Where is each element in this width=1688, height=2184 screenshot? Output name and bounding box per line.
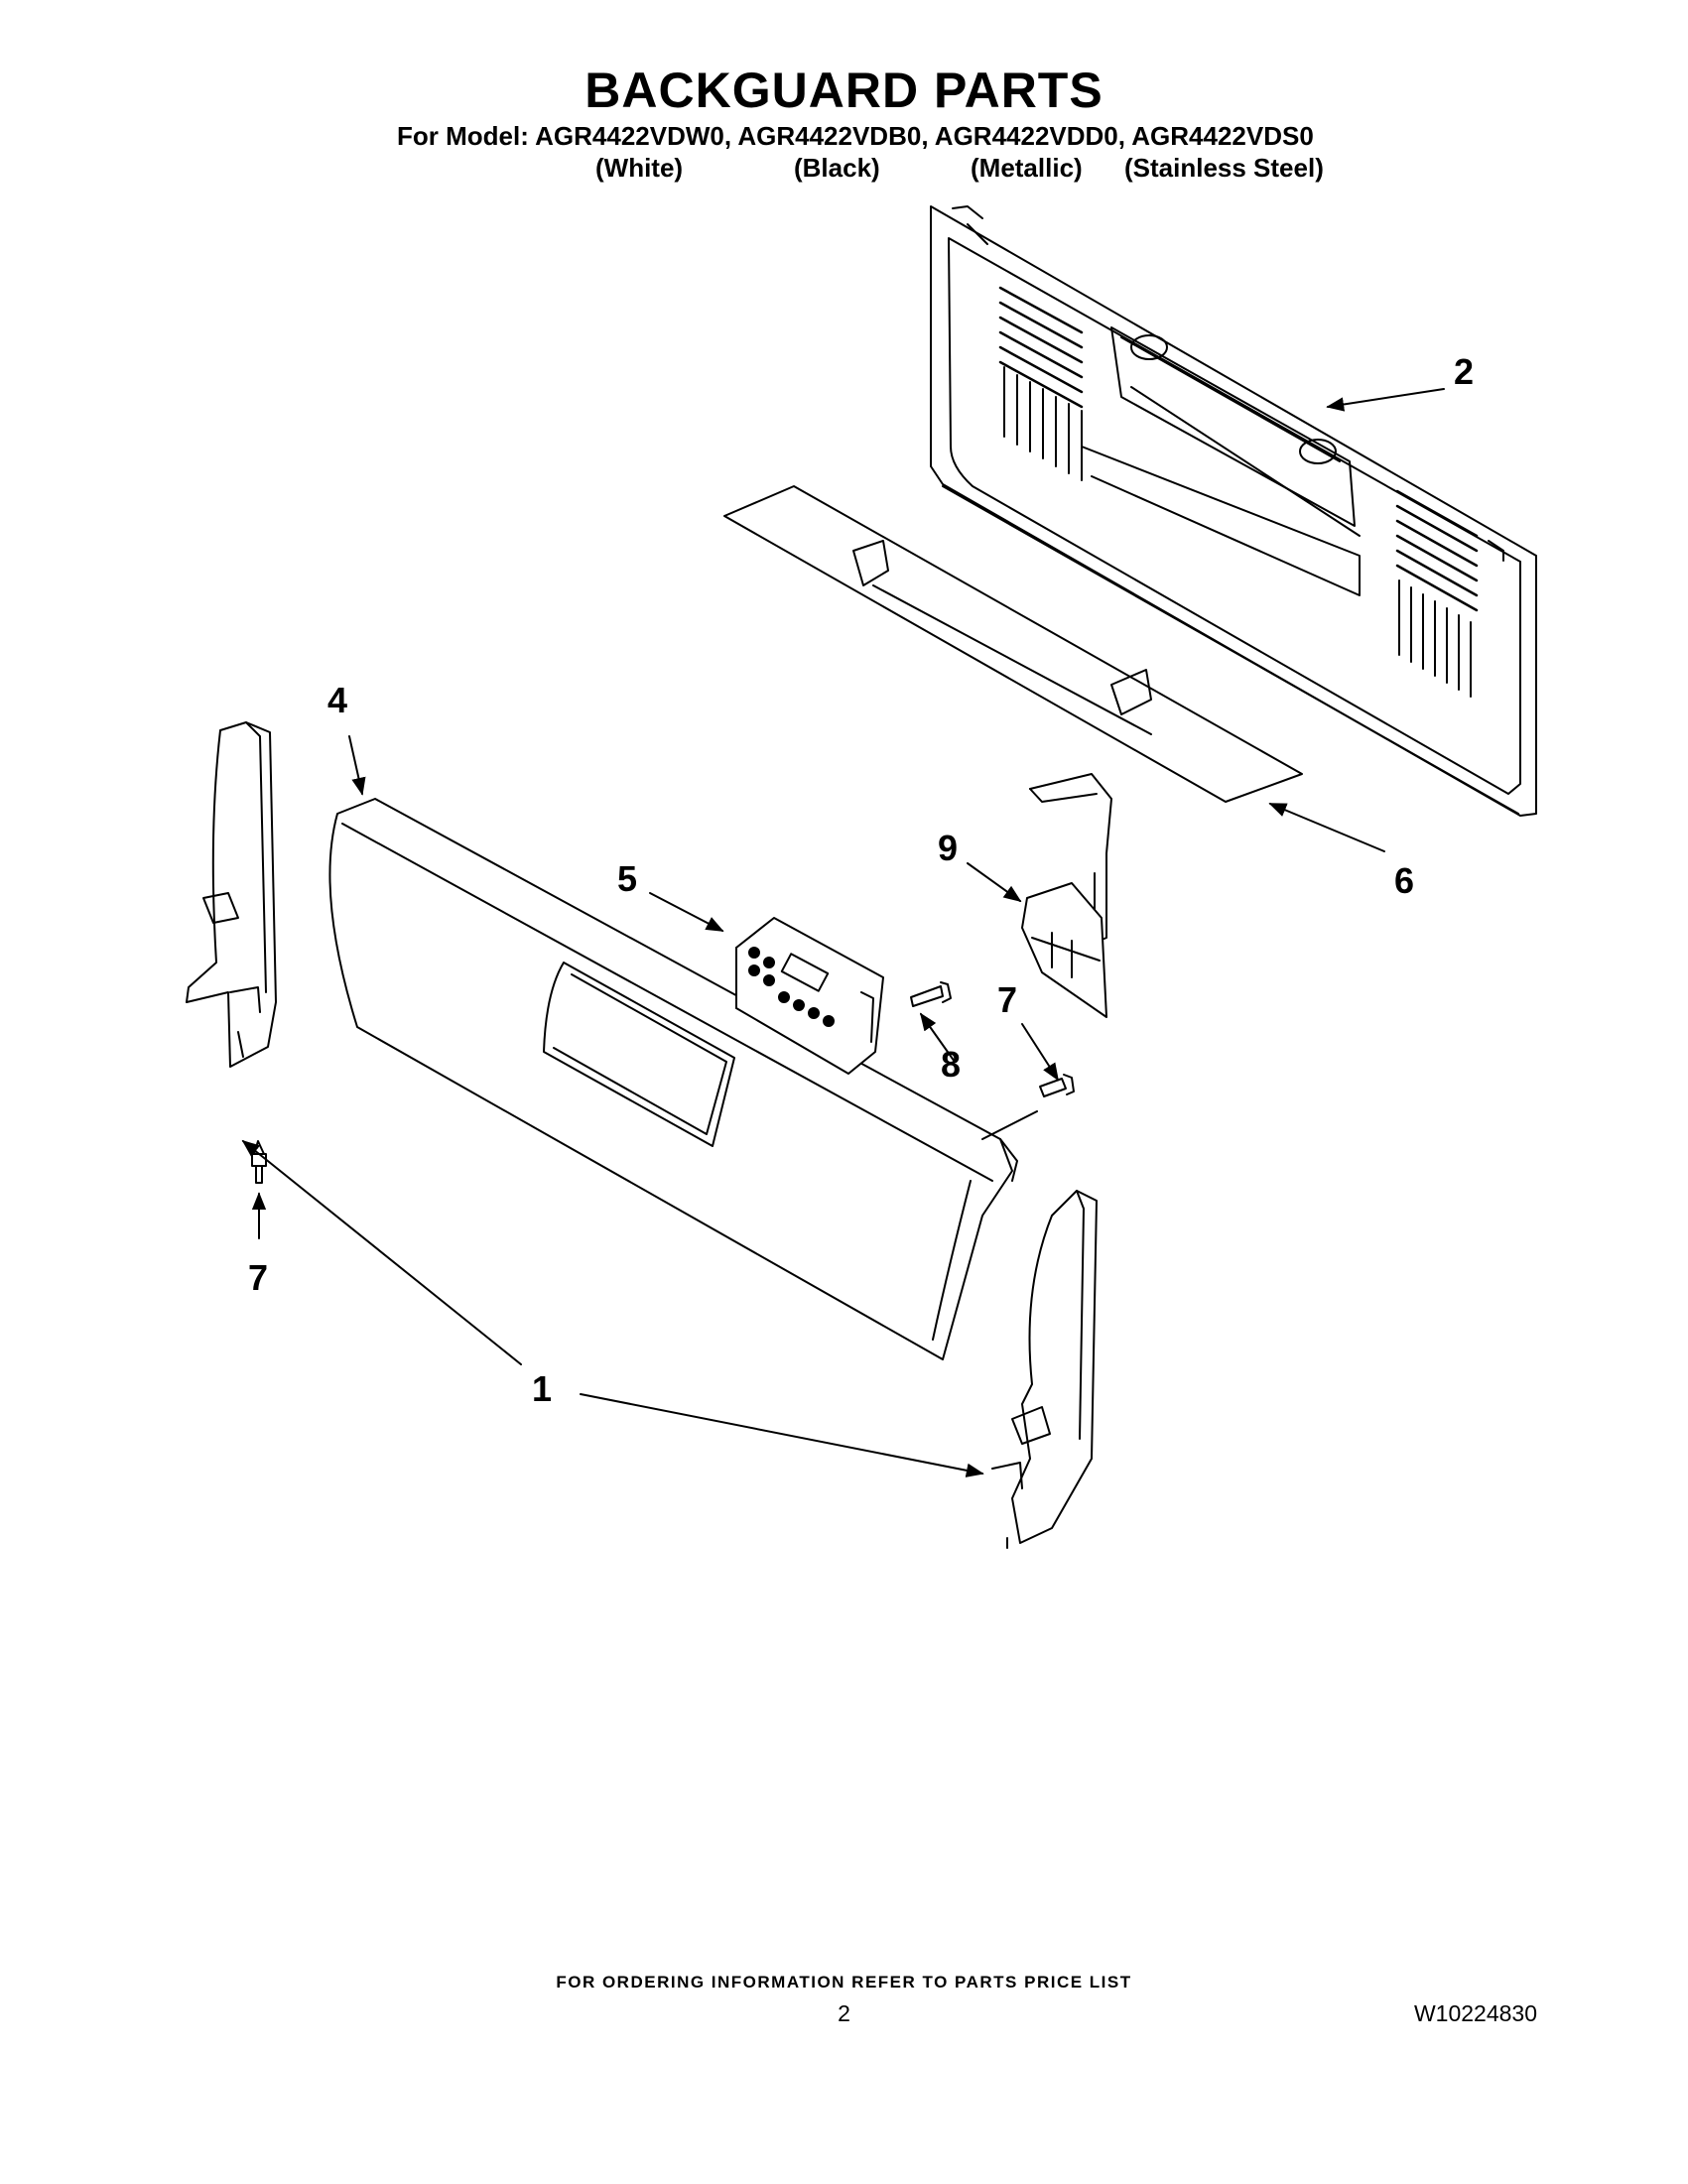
end-cap-left bbox=[186, 721, 277, 1068]
page-title: BACKGUARD PARTS bbox=[584, 63, 1104, 118]
leader-arrows bbox=[241, 388, 1445, 1477]
variant-black: (Black) bbox=[794, 153, 880, 183]
mounting-bracket bbox=[1021, 773, 1112, 1018]
ordering-note: FOR ORDERING INFORMATION REFER TO PARTS … bbox=[556, 1973, 1132, 1991]
callout-8: 8 bbox=[941, 1044, 961, 1085]
rear-backguard-panel bbox=[930, 205, 1537, 817]
callout-5: 5 bbox=[617, 858, 637, 899]
callout-6: 6 bbox=[1394, 860, 1414, 901]
callout-4: 4 bbox=[327, 680, 347, 720]
callout-1: 1 bbox=[532, 1368, 552, 1409]
electronic-oven-control bbox=[735, 917, 884, 1075]
variant-stainless-steel: (Stainless Steel) bbox=[1124, 153, 1324, 183]
callout-7-right: 7 bbox=[997, 979, 1017, 1020]
document-number: W10224830 bbox=[1413, 2000, 1537, 2026]
control-console bbox=[328, 798, 1018, 1360]
variant-white: (White) bbox=[595, 153, 684, 183]
page-number: 2 bbox=[838, 2000, 850, 2026]
variant-metallic: (Metallic) bbox=[971, 153, 1083, 183]
end-cap-right bbox=[991, 1190, 1098, 1549]
callout-7-left: 7 bbox=[248, 1257, 268, 1298]
callout-9: 9 bbox=[938, 828, 958, 868]
screw-part-7-left bbox=[251, 1140, 267, 1184]
model-line: For Model: AGR4422VDW0, AGR4422VDB0, AGR… bbox=[397, 121, 1314, 151]
callout-2: 2 bbox=[1454, 351, 1474, 392]
screw-part-7-right bbox=[1039, 1074, 1075, 1097]
screw-part-8 bbox=[910, 981, 952, 1007]
insulation-sheet bbox=[723, 485, 1303, 803]
